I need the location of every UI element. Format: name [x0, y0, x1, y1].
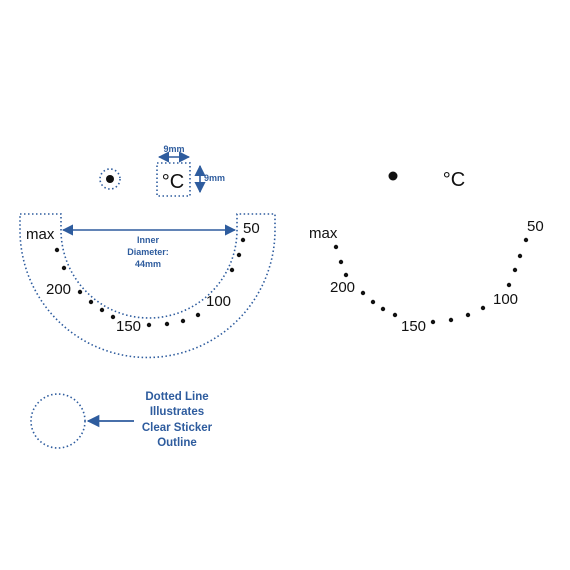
scale-label-50-right: 50: [527, 218, 544, 235]
scale-dot: [88, 299, 94, 305]
scale-dot: [61, 265, 67, 271]
scale-label-100-right: 100: [493, 291, 518, 308]
scale-dot: [392, 312, 398, 318]
scale-label-100: 100: [206, 293, 231, 310]
scale-label-200: 200: [46, 281, 71, 298]
inner-diameter-label-line2: Diameter:: [127, 247, 169, 257]
scale-label-200-right: 200: [330, 279, 355, 296]
scale-dot: [360, 290, 366, 296]
scale-dot: [146, 322, 152, 328]
right-scale-dots: [333, 237, 529, 325]
scale-dot: [506, 282, 512, 288]
right-artwork: °C max 200 150 100 50: [309, 169, 544, 335]
scale-label-50: 50: [243, 220, 260, 237]
scale-dot: [195, 312, 201, 318]
height-dimension-label: 9mm: [204, 173, 225, 183]
scale-dot: [523, 237, 529, 243]
scale-dot: [333, 244, 339, 250]
legend-note-line4: Outline: [157, 437, 197, 449]
scale-label-max: max: [26, 226, 55, 243]
inner-diameter-label-line3: 44mm: [135, 259, 161, 269]
legend-sticker-outline: [30, 393, 86, 449]
indicator-sticker-outline: [99, 168, 121, 190]
legend-note-line2: Illustrates: [150, 406, 204, 418]
scale-dot: [338, 259, 344, 265]
width-dimension-label: 9mm: [163, 144, 184, 154]
scale-label-max-right: max: [309, 225, 338, 242]
legend-note-line3: Clear Sticker: [142, 422, 213, 434]
scale-dot: [240, 237, 246, 243]
scale-dot: [110, 314, 116, 320]
scale-dot: [512, 267, 518, 273]
scale-dot: [343, 272, 349, 278]
scale-label-150: 150: [116, 318, 141, 335]
left-scale-dots: [54, 237, 246, 328]
scale-dot: [229, 267, 235, 273]
indicator-dot-right: [388, 171, 398, 181]
scale-dot: [480, 305, 486, 311]
scale-dot: [430, 319, 436, 325]
scale-dot: [54, 247, 60, 253]
scale-dot: [465, 312, 471, 318]
scale-dot: [236, 252, 242, 258]
scale-dot: [77, 289, 83, 295]
scale-dot: [370, 299, 376, 305]
unit-symbol-left: °C: [162, 171, 184, 193]
scale-dot: [380, 306, 386, 312]
scale-dot: [164, 321, 170, 327]
scale-dot: [99, 307, 105, 313]
unit-symbol-right: °C: [443, 169, 465, 191]
scale-dot: [517, 253, 523, 259]
scale-dot: [180, 318, 186, 324]
inner-diameter-label-line1: Inner: [137, 235, 160, 245]
scale-dot: [448, 317, 454, 323]
legend-note-line1: Dotted Line: [145, 391, 208, 403]
left-sticker-layout: °C 9mm 9mm Inner Diameter: 44mm: [19, 144, 276, 449]
unit-sticker-outline: [156, 162, 191, 197]
scale-label-150-right: 150: [401, 318, 426, 335]
indicator-dot: [106, 175, 114, 183]
